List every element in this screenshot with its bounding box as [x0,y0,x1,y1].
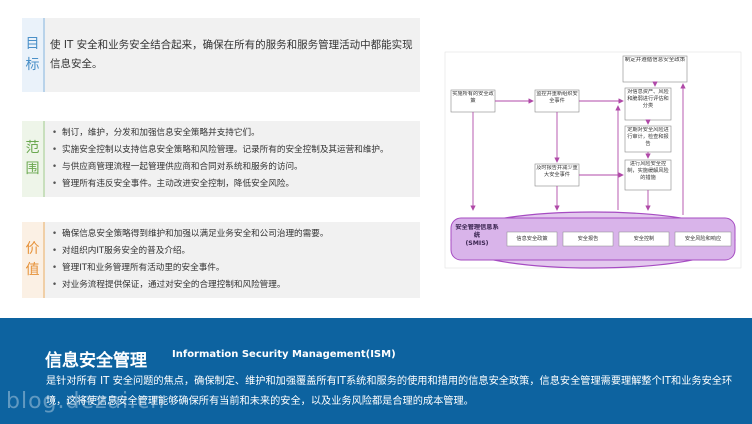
goal-tag-char-2: 标 [25,57,40,73]
isms-item: 安全风险和响应 [684,236,722,242]
scope-tag-char-2: 围 [25,161,40,177]
value-item: 对组织内IT服务安全的普及介绍。 [52,243,414,260]
diagram-box-report: 及时报告并减少重大安全事件 [534,163,580,187]
scope-section: 范 围 制订，维护，分发和加强信息安全策略并支持它们。 实施安全控制以支持信息安… [22,121,420,197]
banner-title: 信息安全管理 [45,351,147,371]
diagram-box-assess: 对信息资产、风险和脆弱进行评估和分类 [624,87,672,121]
value-list: 确保信息安全策略得到维护和加强以满足业务安全和公司治理的需要。 对组织内IT服务… [50,222,414,298]
diagram-box-monitor: 监控并重新组织安全事件 [534,89,580,113]
isms-item: 安全报告 [577,236,599,242]
ism-process-diagram: 制定并遵循信息安全政策 实施所有的安全政策 监控并重新组织安全事件 对信息资产、… [444,51,742,269]
value-item: 管理IT和业务管理所有活动里的安全事件。 [52,260,414,277]
watermark: blog.dezai.cn [6,389,166,414]
goal-tag: 目 标 [22,18,45,92]
banner-text: 是针对所有 IT 安全问题的焦点，确保制定、维护和加强覆盖所有IT系统和服务的使… [46,376,733,407]
isms-item: 安全控制 [633,236,655,242]
scope-tag: 范 围 [22,121,45,197]
diagram-box-control: 进行风险安全控制，实施缓解风险的措施 [624,159,672,191]
value-section: 价 值 确保信息安全策略得到维护和加强以满足业务安全和公司治理的需要。 对组织内… [22,222,420,298]
diagram-box-implement: 实施所有的安全政策 [450,89,496,113]
value-tag: 价 值 [22,222,45,298]
isms-sub: (SMIS) [465,240,489,247]
goal-section: 目 标 使 IT 安全和业务安全结合起来，确保在所有的服务和服务管理活动中都能实… [22,18,420,92]
scope-item: 管理所有违反安全事件。主动改进安全控制，降低安全风险。 [52,176,414,193]
goal-tag-char-1: 目 [25,36,40,52]
diagram-box-policy: 制定并遵循信息安全政策 [622,55,688,83]
scope-item: 与供应商管理流程一起管理供应商和合同对系统和服务的访问。 [52,159,414,176]
scope-item: 实施安全控制以支持信息安全策略和风险管理。记录所有的安全控制及其运营和维护。 [52,142,414,159]
diagram-box-define: 定期对安全风险进行审计，检查和报告 [624,125,672,153]
diagram-connectors [470,81,686,215]
ism-banner [0,318,752,424]
banner-subtitle: Information Security Management(ISM) [172,349,396,360]
scope-item: 制订，维护，分发和加强信息安全策略并支持它们。 [52,125,414,142]
value-item: 对业务流程提供保证，通过对安全的合理控制和风险管理。 [52,277,414,294]
scope-list: 制订，维护，分发和加强信息安全策略并支持它们。 实施安全控制以支持信息安全策略和… [50,121,414,197]
value-item: 确保信息安全策略得到维护和加强以满足业务安全和公司治理的需要。 [52,226,414,243]
isms-label: 安全管理信息系统 [455,224,499,239]
isms-item: 信息安全政策 [516,236,548,242]
goal-text: 使 IT 安全和业务安全结合起来，确保在所有的服务和服务管理活动中都能实现信息安… [50,39,413,70]
scope-tag-char-1: 范 [25,140,40,156]
isms-system: 安全管理信息系统 (SMIS) 信息安全政策 安全报告 安全控制 安全风险和响应 [450,211,736,269]
value-tag-char-2: 值 [25,262,40,278]
value-tag-char-1: 价 [25,241,40,257]
